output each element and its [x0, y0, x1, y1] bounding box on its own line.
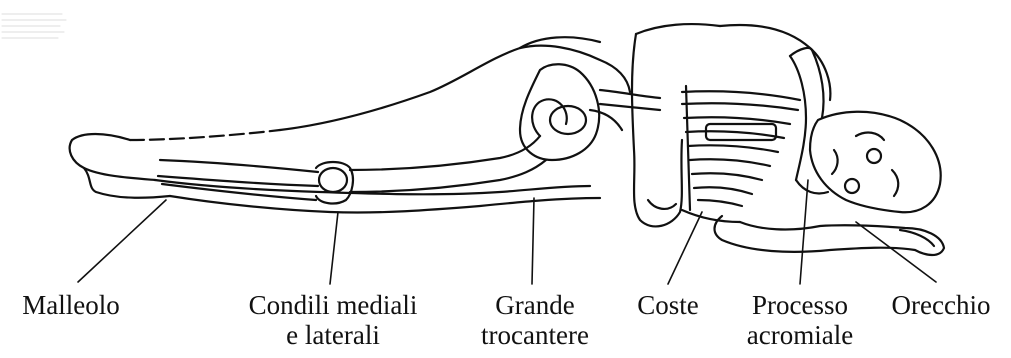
label-grande-line2: trocantere — [460, 320, 610, 350]
label-malleolo: Malleolo — [6, 290, 136, 320]
leader-coste — [668, 212, 702, 284]
label-orecchio-text: Orecchio — [876, 290, 1006, 320]
label-processo-acromiale: Processo acromiale — [730, 290, 870, 350]
label-grande-line1: Grande — [460, 290, 610, 320]
label-grande-trocantere: Grande trocantere — [460, 290, 610, 350]
label-coste: Coste — [618, 290, 718, 320]
label-malleolo-text: Malleolo — [6, 290, 136, 320]
label-processo-line1: Processo — [730, 290, 870, 320]
label-orecchio: Orecchio — [876, 290, 1006, 320]
label-coste-text: Coste — [618, 290, 718, 320]
leader-processo-acromiale — [800, 180, 808, 284]
label-condili: Condili mediali e laterali — [218, 290, 448, 350]
label-condili-line2: e laterali — [218, 320, 448, 350]
leader-grande-trocantere — [532, 198, 534, 284]
leader-condili — [330, 212, 338, 284]
body-outline — [70, 24, 944, 255]
leader-malleolo — [78, 200, 166, 282]
leader-lines — [78, 180, 936, 284]
rib-cage — [682, 48, 828, 210]
scan-mark — [2, 14, 66, 38]
label-processo-line2: acromiale — [730, 320, 870, 350]
label-condili-line1: Condili mediali — [218, 290, 448, 320]
